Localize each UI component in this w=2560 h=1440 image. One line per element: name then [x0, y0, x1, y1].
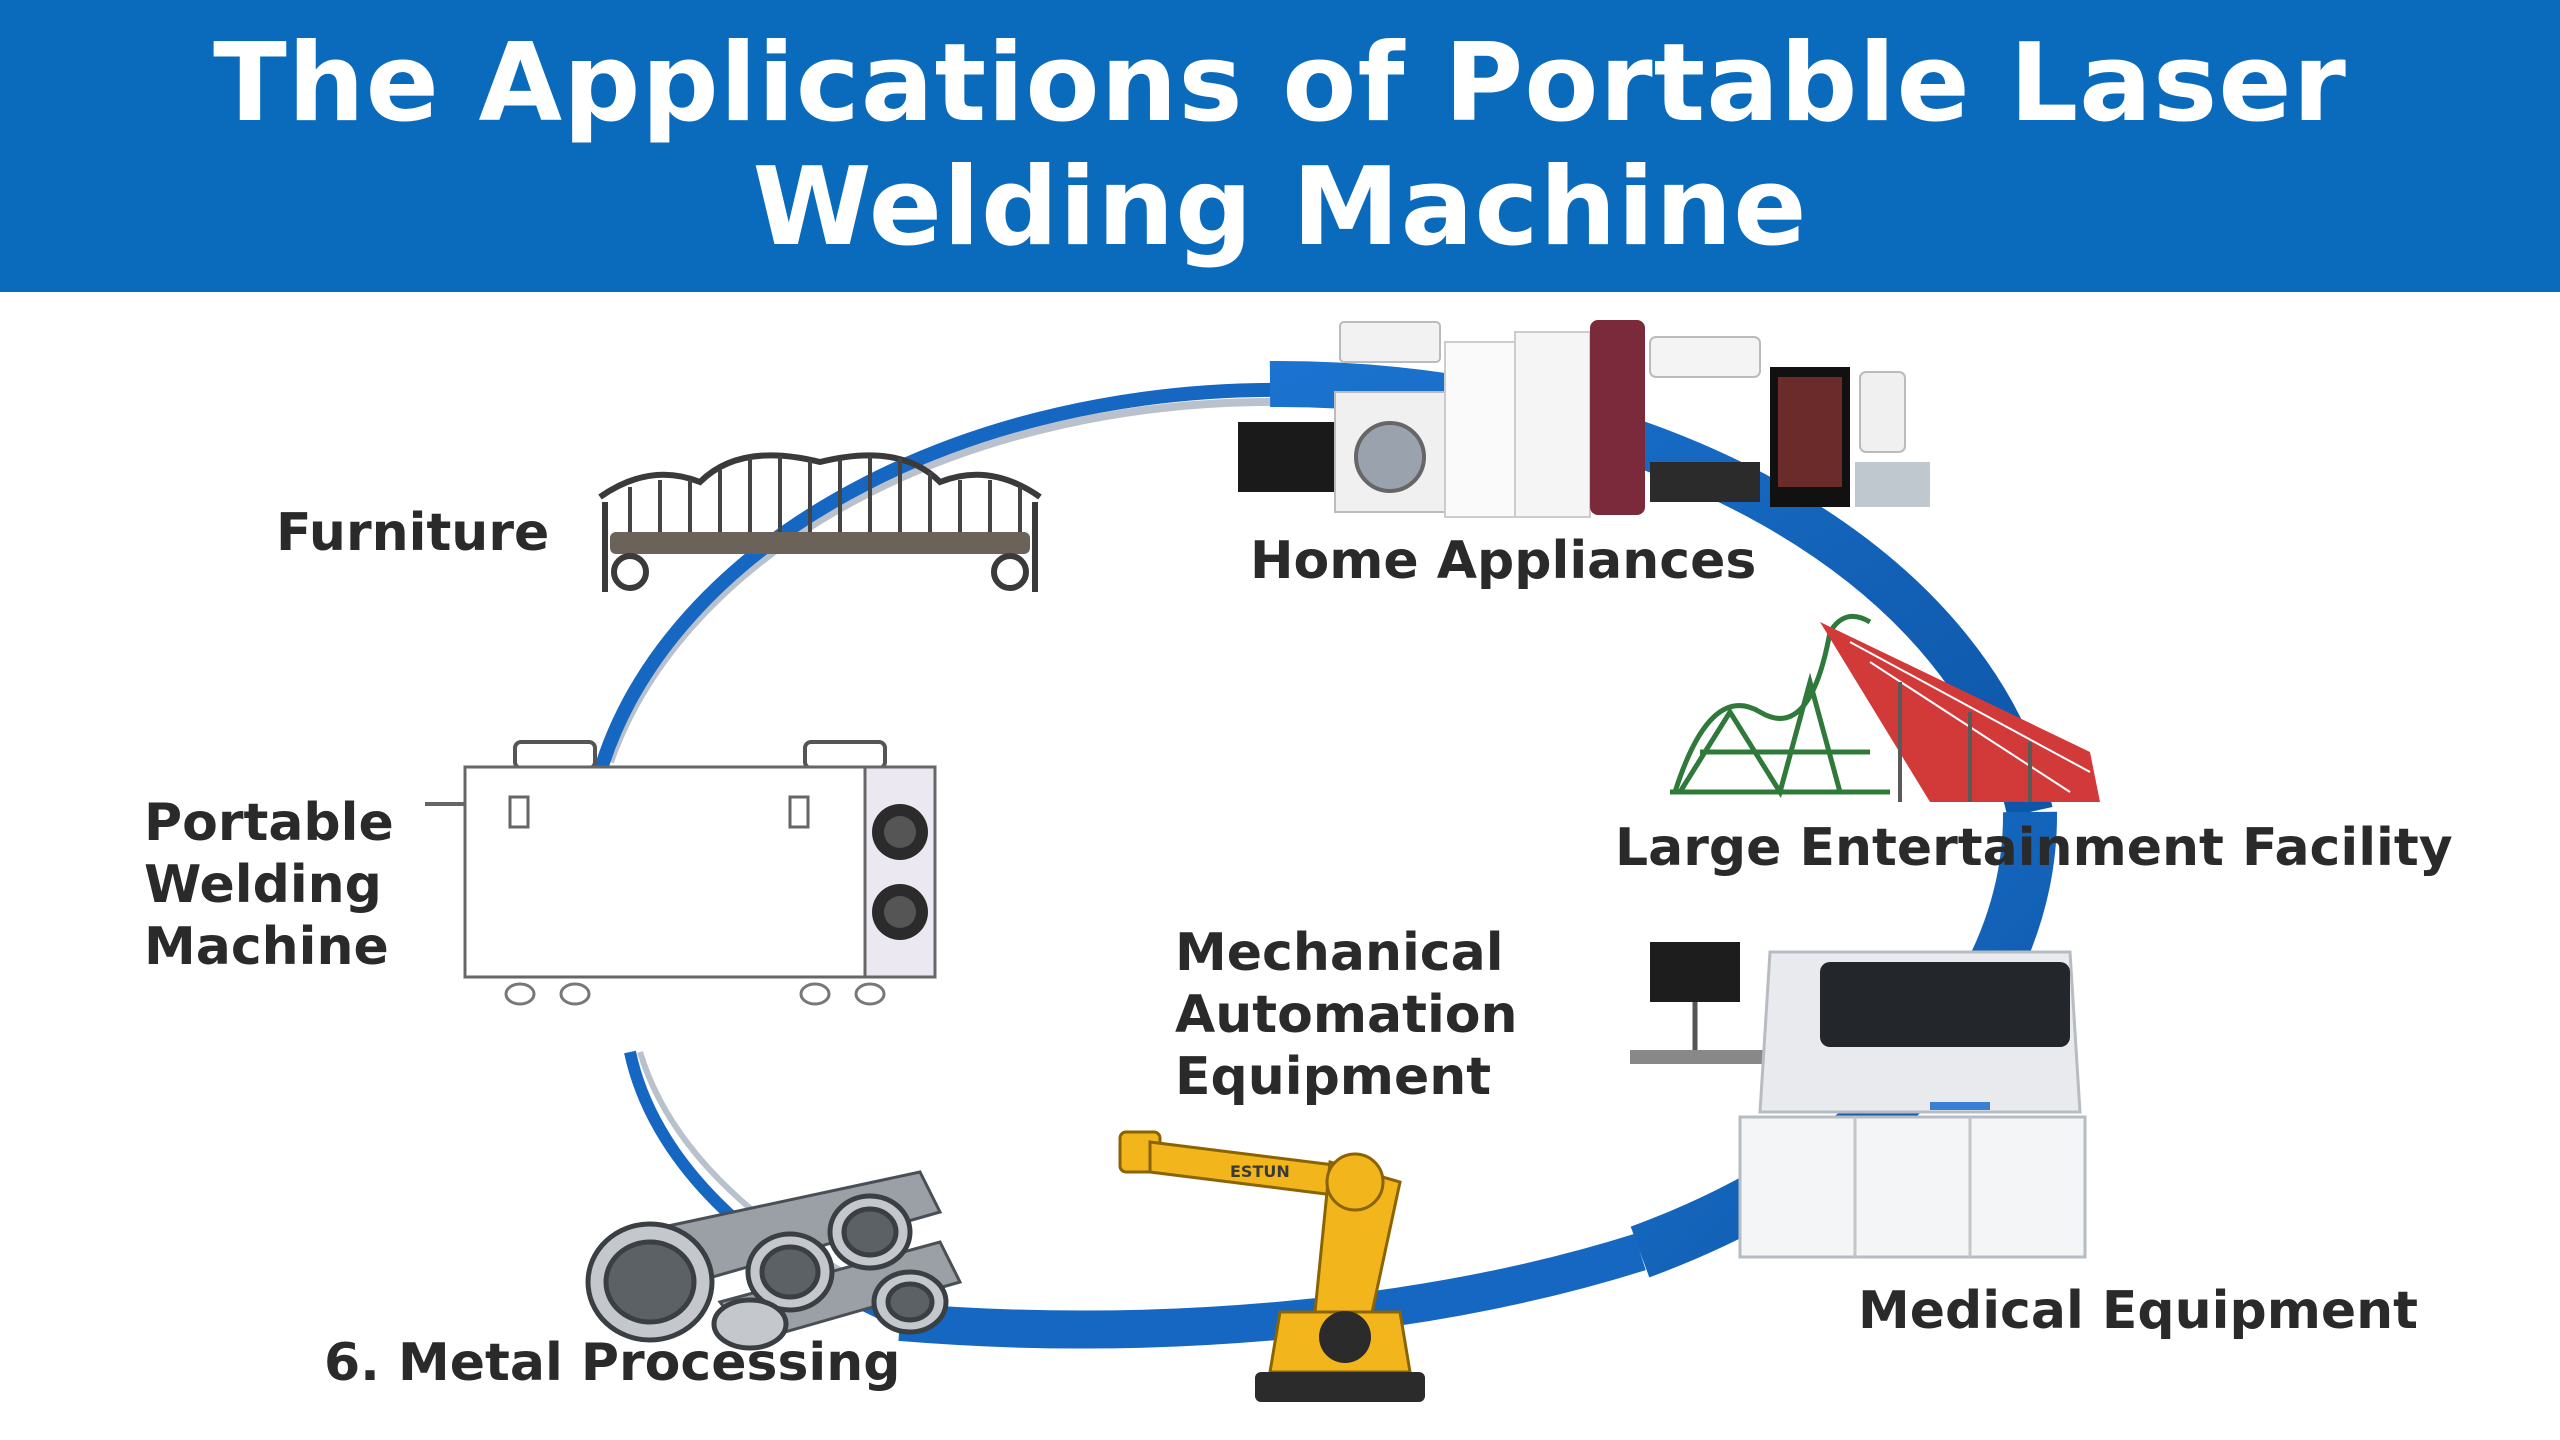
- metal-bench-image: [598, 452, 1042, 592]
- label-medical-equipment: Medical Equipment: [1858, 1281, 2419, 1341]
- label-home-appliances: Home Appliances: [1250, 531, 1757, 591]
- title-banner: The Applications of Portable Laser Weldi…: [0, 0, 2560, 292]
- title-line-1: The Applications of Portable Laser: [213, 21, 2347, 146]
- appliances-image: [1238, 320, 1930, 518]
- label-furniture: Furniture: [276, 503, 550, 563]
- automation-line-1: Mechanical: [1175, 923, 1504, 983]
- portable-line-3: Machine: [144, 917, 389, 977]
- metal-pipes-image: [585, 1170, 963, 1351]
- industrial-robot-arm-image: ESTUN: [1118, 1130, 1425, 1402]
- title-line-2: Welding Machine: [752, 145, 1808, 270]
- label-portable-welding-machine: Portable Welding Machine: [144, 792, 394, 978]
- portable-line-1: Portable: [144, 793, 394, 853]
- automation-line-2: Automation: [1175, 985, 1518, 1045]
- medical-analyzer-image: [1630, 942, 2087, 1259]
- applications-diagram: Furniture Home Appliances L: [0, 292, 2560, 1440]
- automation-line-3: Equipment: [1175, 1047, 1492, 1107]
- portable-line-2: Welding: [144, 855, 382, 915]
- label-mechanical-automation-equipment: Mechanical Automation Equipment: [1175, 922, 1518, 1108]
- portable-laser-welder-image: [425, 740, 937, 1006]
- label-large-entertainment-facility: Large Entertainment Facility: [1615, 818, 2453, 878]
- roller-coaster-image: [1670, 613, 2100, 802]
- svg-text:ESTUN: ESTUN: [1230, 1162, 1290, 1181]
- label-metal-processing: 6. Metal Processing: [324, 1333, 901, 1393]
